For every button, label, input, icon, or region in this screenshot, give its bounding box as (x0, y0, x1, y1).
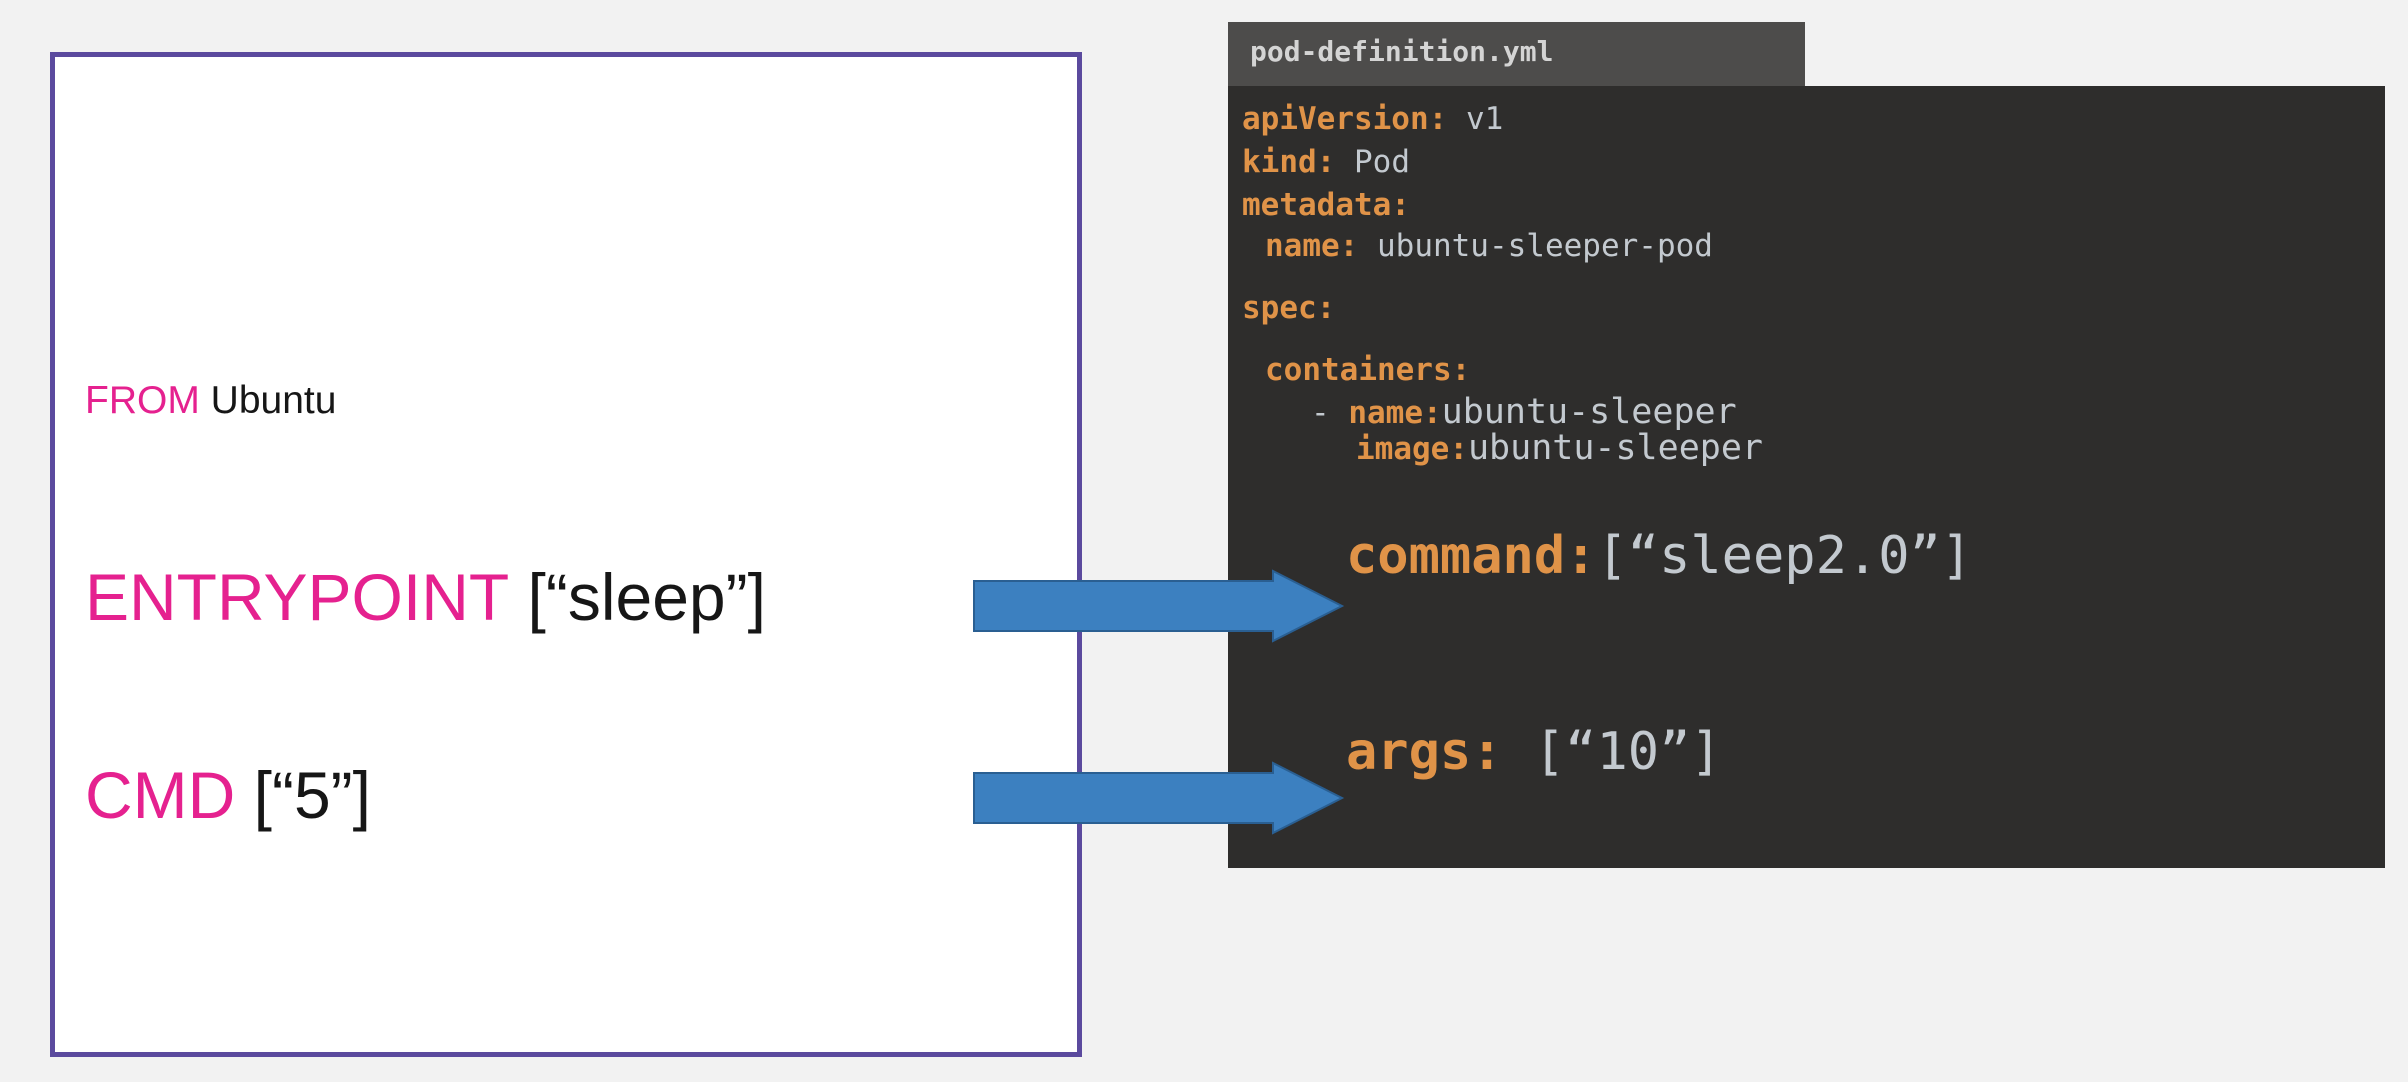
yaml-key-containers: containers: (1265, 352, 1471, 388)
yaml-value-metadata-name: ubuntu-sleeper-pod (1358, 228, 1713, 264)
yaml-key-metadata: metadata: (1242, 187, 1410, 223)
yaml-value-apiversion: v1 (1447, 101, 1504, 137)
dockerfile-space-1 (509, 560, 527, 634)
dockerfile-keyword-cmd: CMD (85, 758, 236, 832)
yaml-key-container-name: name: (1348, 395, 1442, 431)
yaml-value-container-image: ubuntu-sleeper (1467, 428, 1763, 468)
yaml-line-command: command:[“sleep2.0”] (1346, 526, 1972, 586)
yaml-list-dash: - (1311, 395, 1349, 431)
yaml-value-args: [“10”] (1502, 722, 1722, 782)
dockerfile-space-2 (235, 758, 253, 832)
yaml-filename-label: pod-definition.yml (1250, 35, 1554, 68)
yaml-key-kind: kind: (1242, 144, 1336, 180)
dockerfile-value-entrypoint: [“sleep”] (527, 560, 766, 634)
dockerfile-line-from: FROM Ubuntu (85, 379, 336, 423)
yaml-line-kind: kind: Pod (1242, 144, 1410, 180)
yaml-line-metadata: metadata: (1242, 187, 1410, 223)
arrow-cmd-to-args (973, 761, 1345, 835)
dockerfile-line-cmd: CMD [“5”] (85, 757, 371, 833)
yaml-key-container-image: image: (1356, 431, 1468, 467)
yaml-titlebar: pod-definition.yml (1228, 22, 1805, 86)
yaml-key-command: command: (1346, 526, 1597, 586)
yaml-line-metadata-name: name: ubuntu-sleeper-pod (1265, 228, 1713, 264)
yaml-value-command: [“sleep2.0”] (1596, 526, 1973, 586)
yaml-key-args: args: (1346, 722, 1503, 782)
yaml-line-container-image: image:ubuntu-sleeper (1356, 428, 1763, 468)
yaml-line-spec: spec: (1242, 290, 1335, 326)
yaml-value-kind: Pod (1335, 144, 1410, 180)
yaml-line-container-name: - name:ubuntu-sleeper (1311, 392, 1737, 432)
yaml-line-containers: containers: (1265, 352, 1470, 388)
dockerfile-value-from (200, 379, 211, 422)
dockerfile-image-name: Ubuntu (210, 379, 337, 422)
yaml-key-metadata-name: name: (1265, 228, 1359, 264)
yaml-key-spec: spec: (1242, 290, 1336, 326)
yaml-value-container-name: ubuntu-sleeper (1441, 392, 1737, 432)
yaml-line-args: args: [“10”] (1346, 722, 1722, 782)
yaml-key-apiversion: apiVersion: (1242, 101, 1448, 137)
dockerfile-panel: FROM Ubuntu ENTRYPOINT [“sleep”] CMD [“5… (50, 52, 1082, 1057)
dockerfile-value-cmd: [“5”] (253, 758, 371, 832)
dockerfile-line-entrypoint: ENTRYPOINT [“sleep”] (85, 559, 766, 635)
yaml-code-panel: apiVersion: v1 kind: Pod metadata: name:… (1228, 86, 2385, 868)
dockerfile-keyword-from: FROM (85, 379, 200, 422)
yaml-line-apiversion: apiVersion: v1 (1242, 101, 1503, 137)
dockerfile-keyword-entrypoint: ENTRYPOINT (85, 560, 510, 634)
arrow-entrypoint-to-command (973, 569, 1345, 643)
